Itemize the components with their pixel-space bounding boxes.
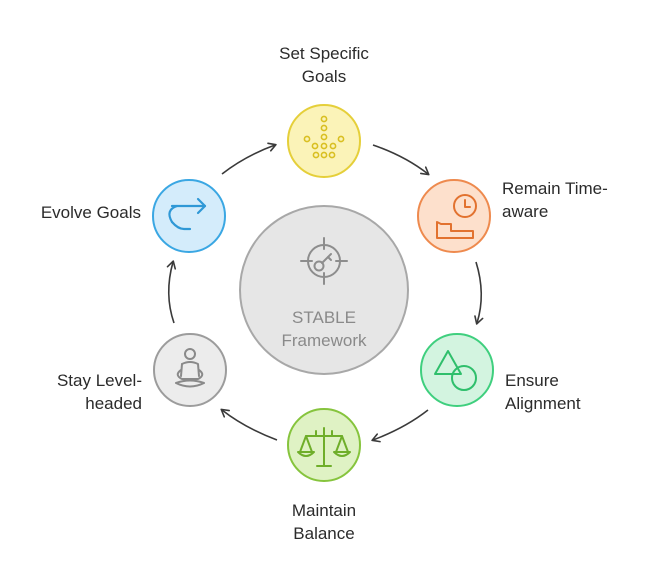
triangle-circle-icon [434, 350, 477, 391]
arrow-goals-to-time [372, 144, 430, 176]
clock-bed-icon [436, 194, 477, 239]
label-evolve-goals: Evolve Goals [40, 203, 141, 222]
arrow-alignment-to-balance [371, 409, 429, 443]
label-ensure-alignment: Ensure Alignment [505, 371, 581, 413]
center-label: STABLE Framework [244, 306, 404, 352]
dots-arrow-down-icon [303, 115, 345, 159]
arrow-evolve-to-goals [221, 142, 277, 175]
node-set-specific-goals [287, 104, 361, 178]
label-remain-time-aware: Remain Time- aware [502, 179, 608, 221]
center-node [239, 205, 409, 375]
u-turn-arrow-icon [168, 197, 207, 231]
node-ensure-alignment [420, 333, 494, 407]
arrow-time-to-alignment [474, 261, 484, 325]
scale-icon [297, 427, 351, 467]
meditation-icon [175, 348, 205, 388]
label-set-specific-goals: Set Specific Goals [279, 44, 369, 86]
center-label-line1: STABLE [292, 308, 356, 327]
node-evolve-goals [152, 179, 226, 253]
arrow-level-to-evolve [166, 260, 177, 324]
center-label-line2: Framework [281, 331, 367, 350]
node-stay-level-headed [153, 333, 227, 407]
node-maintain-balance [287, 408, 361, 482]
target-key-icon [300, 237, 348, 285]
node-remain-time-aware [417, 179, 491, 253]
arrow-balance-to-level [220, 408, 278, 441]
label-stay-level-headed: Stay Level- headed [56, 371, 142, 413]
label-maintain-balance: Maintain Balance [291, 501, 357, 543]
